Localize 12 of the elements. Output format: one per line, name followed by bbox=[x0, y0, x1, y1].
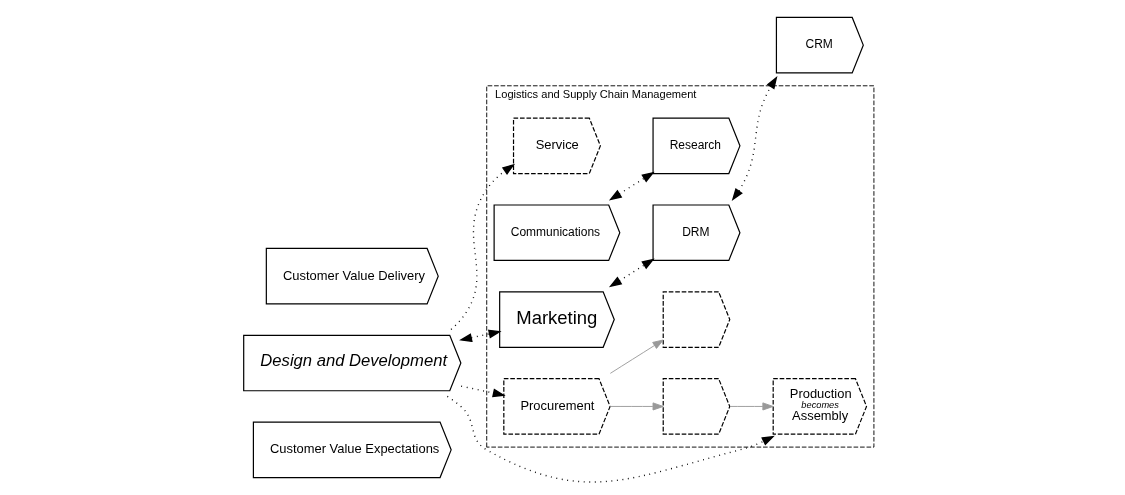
arrow bbox=[729, 402, 774, 411]
arrow bbox=[459, 329, 502, 343]
node-box bbox=[662, 291, 731, 348]
arrow bbox=[608, 258, 655, 288]
arrow bbox=[731, 76, 778, 202]
arrow bbox=[608, 171, 655, 201]
arrow bbox=[460, 385, 506, 398]
arrow bbox=[450, 163, 516, 331]
arrow bbox=[609, 339, 664, 374]
arrow bbox=[609, 402, 664, 411]
arrow bbox=[446, 395, 775, 483]
node-box bbox=[662, 378, 731, 435]
